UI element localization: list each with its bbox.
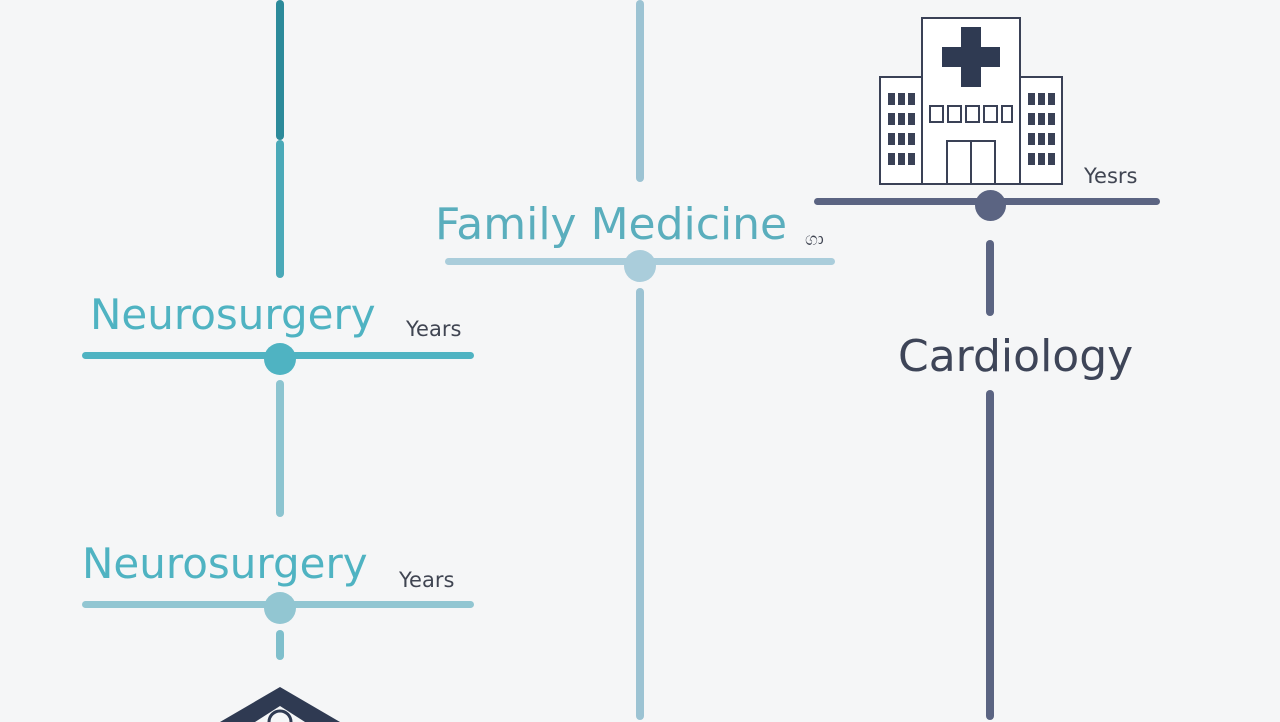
house-badge-icon: [220, 687, 340, 722]
cardiology-bottom-connector: [986, 390, 994, 720]
cardiology-node: [975, 190, 1006, 221]
cardiology-unit: Yesrs: [1084, 164, 1138, 188]
neurosurgery-bottom-node: [264, 592, 296, 624]
neurosurgery-top-connector-dark: [276, 0, 284, 140]
family-medicine-unit: ගා: [805, 229, 824, 250]
neurosurgery-top-connector: [276, 140, 284, 278]
family-medicine-bottom-connector: [636, 288, 644, 720]
cardiology-label: Cardiology: [898, 331, 1134, 382]
neurosurgery-bottom-unit: Years: [399, 568, 455, 592]
family-medicine-label: Family Medicine: [435, 199, 788, 250]
neurosurgery-top-unit: Years: [406, 317, 462, 341]
neurosurgery-bottom-connector: [276, 630, 284, 660]
neurosurgery-mid-connector: [276, 380, 284, 517]
hospital-building-icon: [879, 17, 1063, 185]
neurosurgery-top-label: Neurosurgery: [90, 290, 376, 339]
family-medicine-node: [624, 250, 656, 282]
family-medicine-top-connector: [636, 0, 644, 182]
neurosurgery-bottom-label: Neurosurgery: [82, 539, 368, 588]
cardiology-top-connector: [986, 240, 994, 316]
neurosurgery-top-node: [264, 343, 296, 375]
